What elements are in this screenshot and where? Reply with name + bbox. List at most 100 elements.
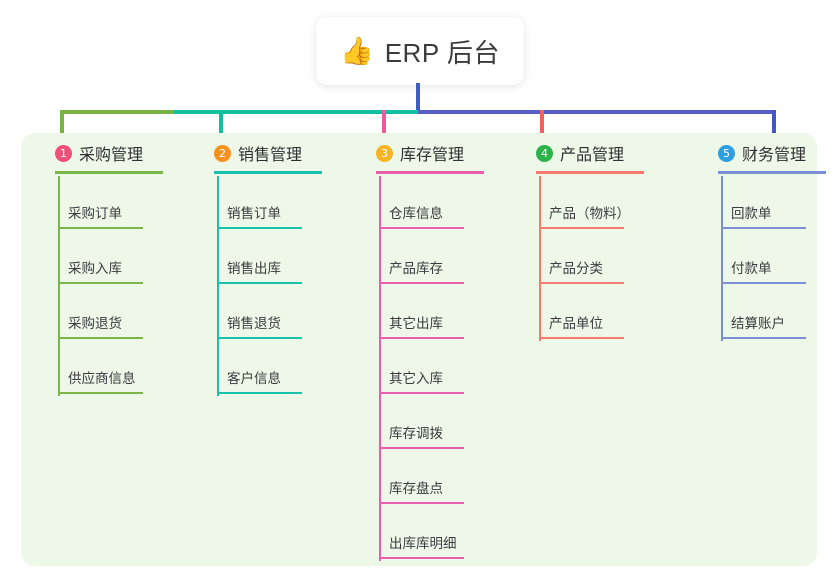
root-node-card[interactable]: 👍 ERP 后台 bbox=[316, 17, 524, 85]
column-badge-product: 4 bbox=[536, 144, 553, 162]
list-item-label: 销售订单 bbox=[227, 206, 281, 221]
list-item-label: 采购入库 bbox=[68, 261, 122, 276]
column-title-product: 产品管理 bbox=[560, 147, 625, 164]
list-item[interactable]: 库存调拨 bbox=[359, 396, 519, 451]
list-item[interactable]: 客户信息 bbox=[197, 341, 357, 396]
list-item[interactable]: 结算账户 bbox=[701, 286, 839, 341]
list-item[interactable]: 销售订单 bbox=[197, 176, 357, 231]
list-item[interactable]: 采购退货 bbox=[38, 286, 198, 341]
list-item-label: 产品分类 bbox=[549, 261, 603, 276]
list-item[interactable]: 其它入库 bbox=[359, 341, 519, 396]
column-items-finance: 回款单付款单结算账户 bbox=[701, 176, 839, 341]
column-title-finance: 财务管理 bbox=[742, 147, 807, 164]
list-item-label: 产品（物料） bbox=[549, 206, 630, 221]
column-items-inventory: 仓库信息产品库存其它出库其它入库库存调拨库存盘点出库库明细 bbox=[359, 176, 519, 561]
column-items-product: 产品（物料） 产品分类产品单位 bbox=[519, 176, 679, 341]
list-item[interactable]: 其它出库 bbox=[359, 286, 519, 341]
list-item-label: 仓库信息 bbox=[389, 206, 443, 221]
list-item-label: 库存盘点 bbox=[389, 481, 443, 496]
list-item-rule bbox=[379, 282, 464, 284]
list-item-rule bbox=[58, 337, 143, 339]
list-item[interactable]: 仓库信息 bbox=[359, 176, 519, 231]
list-item-rule bbox=[58, 227, 143, 229]
list-item-label: 产品库存 bbox=[389, 261, 443, 276]
list-item-rule bbox=[539, 227, 624, 229]
column-items-purchase: 采购订单采购入库采购退货供应商信息 bbox=[38, 176, 198, 396]
list-item-rule bbox=[217, 282, 302, 284]
column-header-sales[interactable]: 2 销售管理 bbox=[197, 133, 357, 173]
list-item-label: 客户信息 bbox=[227, 371, 281, 386]
list-item-label: 其它出库 bbox=[389, 316, 443, 331]
list-item-rule bbox=[379, 392, 464, 394]
column-items-sales: 销售订单销售出库销售退货客户信息 bbox=[197, 176, 357, 396]
thumbs-up-icon: 👍 bbox=[340, 35, 374, 66]
list-item-rule bbox=[721, 227, 806, 229]
list-item[interactable]: 销售出库 bbox=[197, 231, 357, 286]
list-item-rule bbox=[539, 337, 624, 339]
list-item[interactable]: 销售退货 bbox=[197, 286, 357, 341]
list-item[interactable]: 供应商信息 bbox=[38, 341, 198, 396]
bus-segment-blue bbox=[418, 110, 776, 114]
drop-finance bbox=[772, 110, 776, 138]
column-header-rule-finance bbox=[718, 171, 826, 174]
column-header-rule-sales bbox=[214, 171, 322, 174]
list-item-rule bbox=[217, 392, 302, 394]
column-badge-sales: 2 bbox=[214, 144, 231, 162]
drop-purchase bbox=[60, 110, 64, 138]
list-item-rule bbox=[721, 337, 806, 339]
column-spine-purchase bbox=[58, 176, 60, 396]
list-item-label: 采购订单 bbox=[68, 206, 122, 221]
list-item[interactable]: 产品（物料） bbox=[519, 176, 679, 231]
column-inventory: 3 库存管理仓库信息产品库存其它出库其它入库库存调拨库存盘点出库库明细 bbox=[359, 133, 519, 561]
list-item-rule bbox=[217, 337, 302, 339]
list-item[interactable]: 付款单 bbox=[701, 231, 839, 286]
list-item-rule bbox=[379, 337, 464, 339]
list-item-label: 销售退货 bbox=[227, 316, 281, 331]
list-item-rule bbox=[539, 282, 624, 284]
list-item-rule bbox=[58, 282, 143, 284]
drop-inventory bbox=[382, 110, 386, 138]
column-header-rule-product bbox=[536, 171, 644, 174]
column-header-rule-inventory bbox=[376, 171, 484, 174]
root-node-title: ERP 后台 bbox=[384, 37, 500, 68]
column-header-product[interactable]: 4 产品管理 bbox=[519, 133, 679, 173]
list-item[interactable]: 回款单 bbox=[701, 176, 839, 231]
column-spine-inventory bbox=[379, 176, 381, 561]
list-item-rule bbox=[379, 447, 464, 449]
list-item[interactable]: 采购入库 bbox=[38, 231, 198, 286]
root-stem-connector bbox=[416, 83, 420, 112]
bus-segment-green bbox=[60, 110, 174, 114]
list-item-rule bbox=[217, 227, 302, 229]
drop-sales bbox=[219, 110, 223, 138]
list-item[interactable]: 产品库存 bbox=[359, 231, 519, 286]
list-item-label: 其它入库 bbox=[389, 371, 443, 386]
list-item-label: 回款单 bbox=[731, 206, 772, 221]
column-header-rule-purchase bbox=[55, 171, 163, 174]
column-header-inventory[interactable]: 3 库存管理 bbox=[359, 133, 519, 173]
column-product: 4 产品管理产品（物料） 产品分类产品单位 bbox=[519, 133, 679, 341]
column-sales: 2 销售管理销售订单销售出库销售退货客户信息 bbox=[197, 133, 357, 396]
column-badge-inventory: 3 bbox=[376, 144, 393, 162]
column-spine-product bbox=[539, 176, 541, 341]
list-item[interactable]: 出库库明细 bbox=[359, 506, 519, 561]
list-item-rule bbox=[379, 227, 464, 229]
bus-segment-teal bbox=[174, 110, 418, 114]
column-badge-purchase: 1 bbox=[55, 144, 72, 162]
list-item-label: 结算账户 bbox=[731, 316, 785, 331]
list-item-rule bbox=[379, 502, 464, 504]
list-item[interactable]: 产品单位 bbox=[519, 286, 679, 341]
list-item[interactable]: 产品分类 bbox=[519, 231, 679, 286]
list-item[interactable]: 采购订单 bbox=[38, 176, 198, 231]
column-spine-finance bbox=[721, 176, 723, 341]
list-item[interactable]: 库存盘点 bbox=[359, 451, 519, 506]
list-item-label: 采购退货 bbox=[68, 316, 122, 331]
column-title-sales: 销售管理 bbox=[238, 147, 303, 164]
list-item-label: 付款单 bbox=[731, 261, 772, 276]
column-title-inventory: 库存管理 bbox=[400, 147, 465, 164]
drop-product bbox=[540, 110, 544, 138]
list-item-rule bbox=[721, 282, 806, 284]
